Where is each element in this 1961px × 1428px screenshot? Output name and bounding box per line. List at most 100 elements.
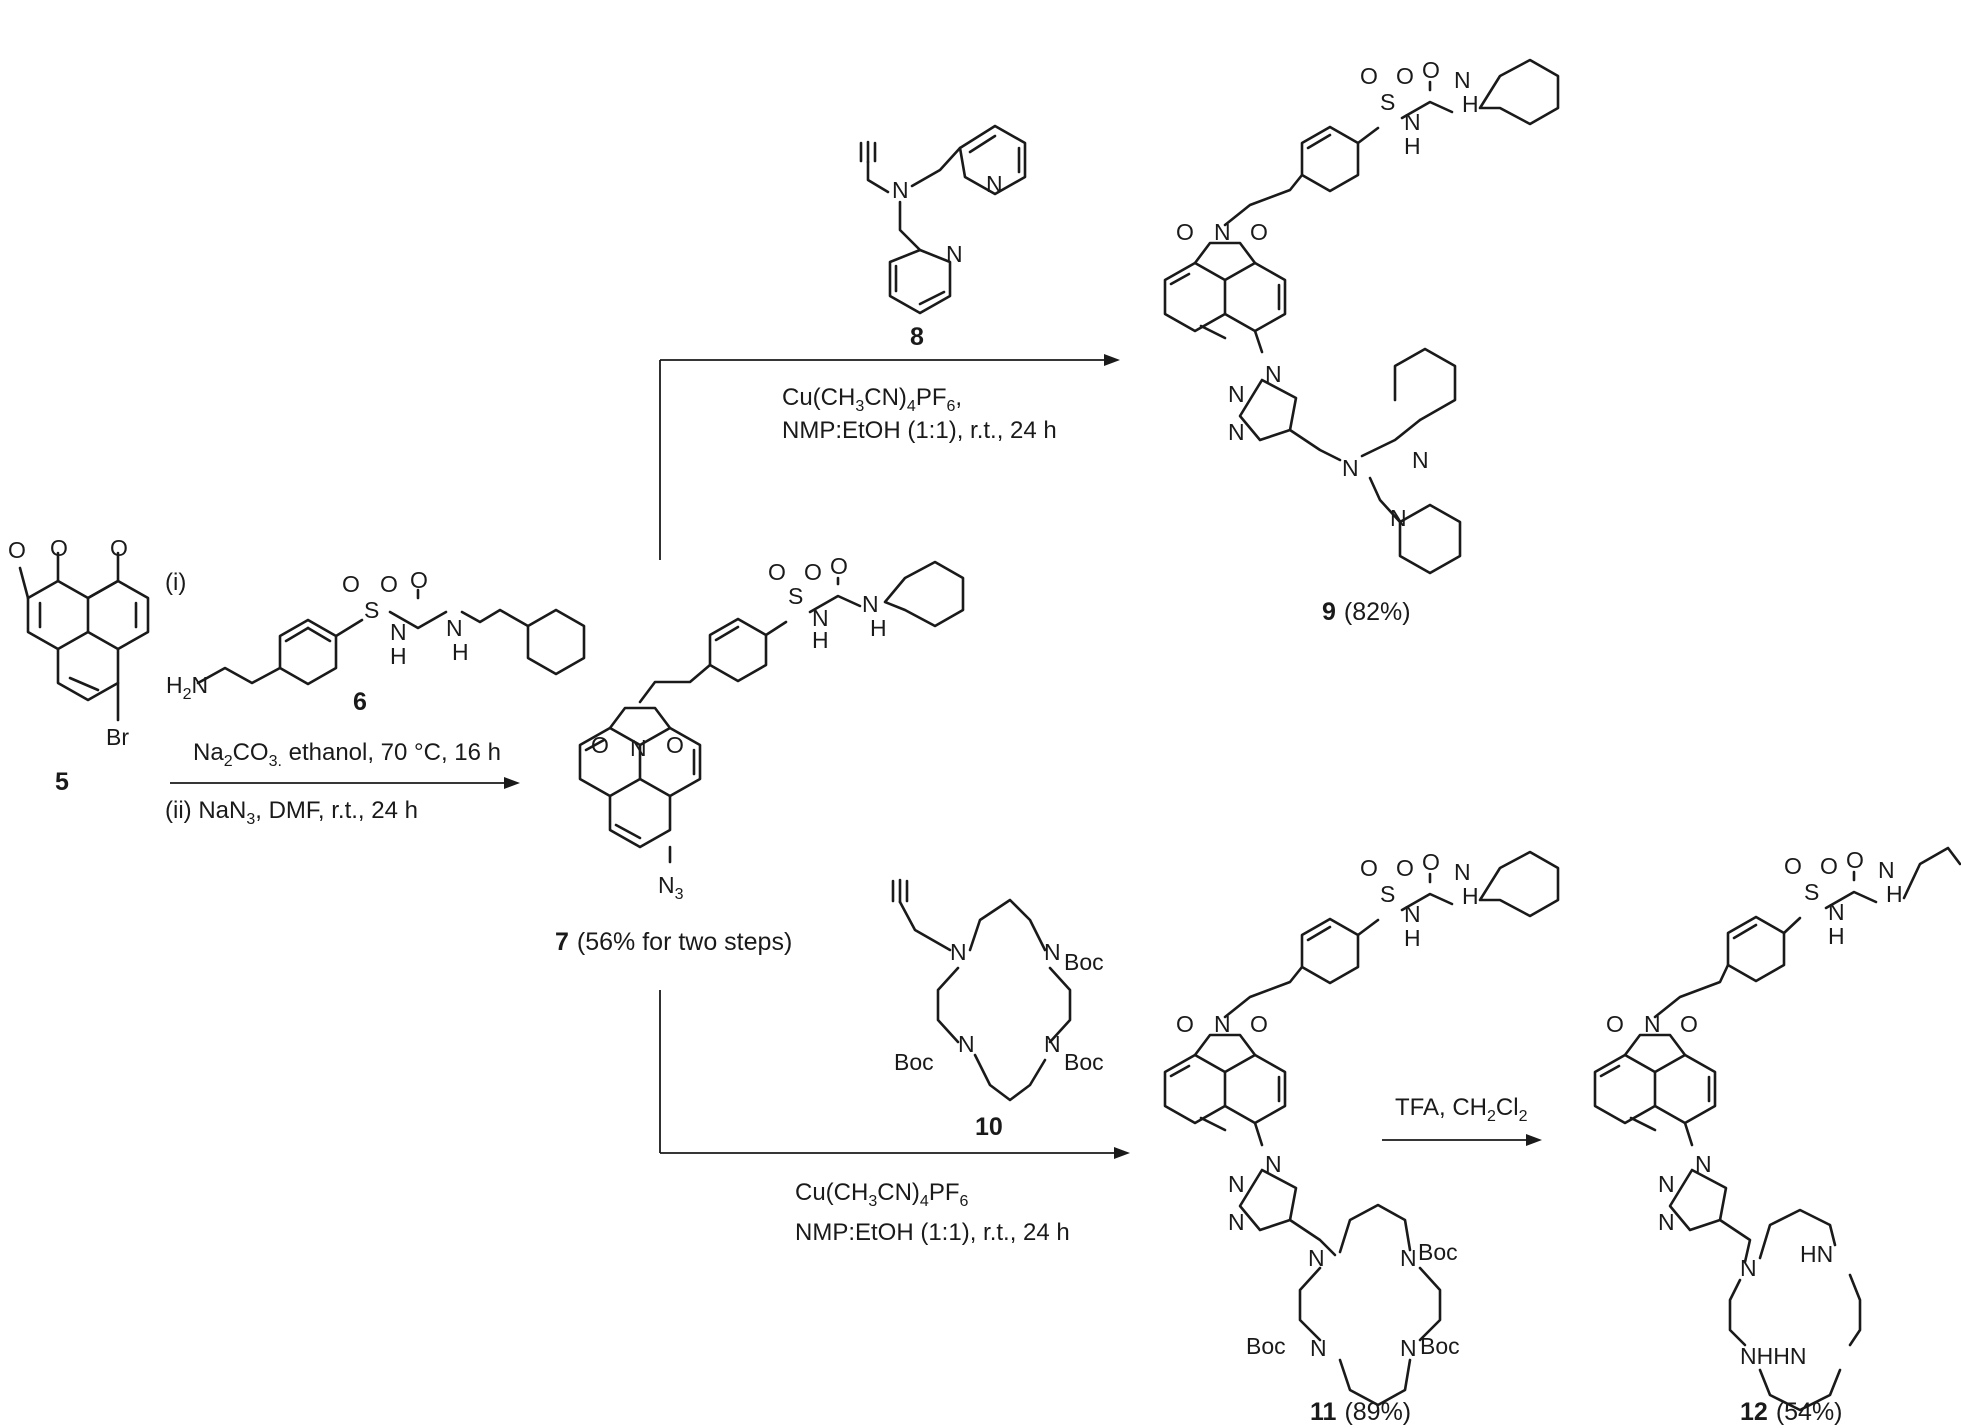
atom-N: N: [1308, 1245, 1325, 1271]
atom-N: N: [1310, 1335, 1327, 1361]
atom-N: N: [1400, 1245, 1417, 1271]
atom-N: N: [1740, 1255, 1757, 1281]
atom-N: N: [1644, 1011, 1661, 1037]
compound-5-structure: O O O Br: [8, 535, 150, 750]
step1-condition-line1: Na2CO3. ethanol, 70 °C, 16 h: [193, 739, 501, 770]
atom-N: N: [1228, 419, 1245, 445]
atom-S: S: [1804, 879, 1819, 905]
atom-O: O: [830, 553, 848, 579]
compound-6-structure: H2N S O O N H O N H: [166, 567, 586, 703]
atom-O: O: [1396, 855, 1414, 881]
atom-H: H: [1404, 925, 1421, 951]
atom-N: N: [1342, 455, 1359, 481]
atom-N: N: [1044, 1031, 1061, 1057]
atom-O: O: [1606, 1011, 1624, 1037]
atom-O: O: [1396, 63, 1414, 89]
atom-N: N: [1658, 1171, 1675, 1197]
atom-N: N: [1412, 447, 1429, 473]
atom-O: O: [768, 559, 786, 585]
atom-N: N: [1390, 505, 1407, 531]
atom-O: O: [1680, 1011, 1698, 1037]
atom-N: N: [1044, 939, 1061, 965]
atom-H: H: [1404, 133, 1421, 159]
atom-N: N: [1404, 901, 1421, 927]
atom-O: O: [1176, 1011, 1194, 1037]
atom-H: H: [1886, 881, 1903, 907]
atom-N: N: [812, 605, 829, 631]
atom-O: O: [1250, 1011, 1268, 1037]
atom-O: O: [8, 537, 26, 563]
atom-O: O: [110, 535, 128, 561]
compound-7-label: 7(56% for two steps): [555, 928, 792, 956]
atom-N: N: [446, 615, 463, 641]
atom-N: N: [958, 1031, 975, 1057]
compound-10-structure: N N Boc N Boc N Boc: [891, 878, 1104, 1102]
atom-N: N: [1214, 219, 1231, 245]
compound-12-label: 12(54%): [1740, 1398, 1843, 1426]
atom-N: N: [1228, 1171, 1245, 1197]
atom-S: S: [788, 583, 803, 609]
atom-N: N: [1228, 1209, 1245, 1235]
atom-H: H: [1828, 923, 1845, 949]
atom-S: S: [1380, 881, 1395, 907]
atom-O: O: [804, 559, 822, 585]
atom-S: S: [364, 597, 379, 623]
atom-O: O: [591, 732, 609, 758]
atom-Boc: Boc: [1420, 1333, 1460, 1359]
atom-N: N: [1878, 857, 1895, 883]
atom-N: N: [1228, 381, 1245, 407]
atom-O: O: [1422, 57, 1440, 83]
atom-O: O: [410, 567, 428, 593]
atom-N: N: [1454, 67, 1471, 93]
atom-H: H: [812, 627, 829, 653]
atom-N: N: [1695, 1151, 1712, 1177]
atom-N: N: [1658, 1209, 1675, 1235]
step4-arrowhead: [1526, 1134, 1542, 1146]
atom-H: H: [870, 615, 887, 641]
atom-O: O: [1250, 219, 1268, 245]
atom-N: N: [630, 735, 647, 761]
atom-N: N: [1404, 109, 1421, 135]
atom-N3: N3: [658, 872, 684, 903]
atom-N: N: [1265, 361, 1282, 387]
atom-H: H: [1462, 91, 1479, 117]
compound-9-label: 9(82%): [1322, 598, 1411, 626]
atom-N: N: [1400, 1335, 1417, 1361]
atom-O: O: [1422, 849, 1440, 875]
atom-H: H: [452, 639, 469, 665]
atom-O: O: [1784, 853, 1802, 879]
atom-HN: HN: [1800, 1241, 1833, 1267]
compound-6-number: 6: [353, 688, 367, 716]
atom-O: O: [1820, 853, 1838, 879]
atom-O: O: [1176, 219, 1194, 245]
compound-11-structure: O N O S O O N H O N H N N N N N Boc N Bo…: [1163, 849, 1560, 1407]
compound-5-number: 5: [55, 768, 69, 796]
atom-O: O: [1360, 855, 1378, 881]
step2-condition-line1: Cu(CH3CN)4PF6,: [782, 384, 962, 415]
compound-8-number: 8: [910, 323, 924, 351]
step1-arrowhead: [504, 777, 520, 789]
step1-condition-line2: (ii) NaN3, DMF, r.t., 24 h: [165, 797, 418, 828]
atom-N: N: [946, 241, 963, 267]
atom-N: N: [892, 177, 909, 203]
atom-Boc: Boc: [894, 1049, 934, 1075]
step4-condition: TFA, CH2Cl2: [1395, 1094, 1528, 1125]
atom-N: N: [1265, 1151, 1282, 1177]
atom-O: O: [1846, 847, 1864, 873]
compound-11-label: 11(89%): [1310, 1398, 1411, 1426]
atom-O: O: [666, 732, 684, 758]
step2-condition-line2: NMP:EtOH (1:1), r.t., 24 h: [782, 417, 1057, 444]
atom-H: H: [390, 643, 407, 669]
atom-Boc: Boc: [1418, 1239, 1458, 1265]
atom-O: O: [1360, 63, 1378, 89]
step2-arrowhead: [1104, 354, 1120, 366]
atom-N: N: [1214, 1011, 1231, 1037]
compound-8-structure: N N N: [859, 124, 1027, 315]
atom-Boc: Boc: [1246, 1333, 1286, 1359]
compound-9-structure: O N O S O O N H O N H N N N N N N: [1163, 57, 1560, 575]
atom-N: N: [862, 591, 879, 617]
atom-H2N: H2N: [166, 672, 208, 703]
step3-condition-line1: Cu(CH3CN)4PF6: [795, 1179, 968, 1210]
compound-12-structure: O N O S O O N H O N H N N N N HN NHHN: [1593, 846, 1961, 1412]
